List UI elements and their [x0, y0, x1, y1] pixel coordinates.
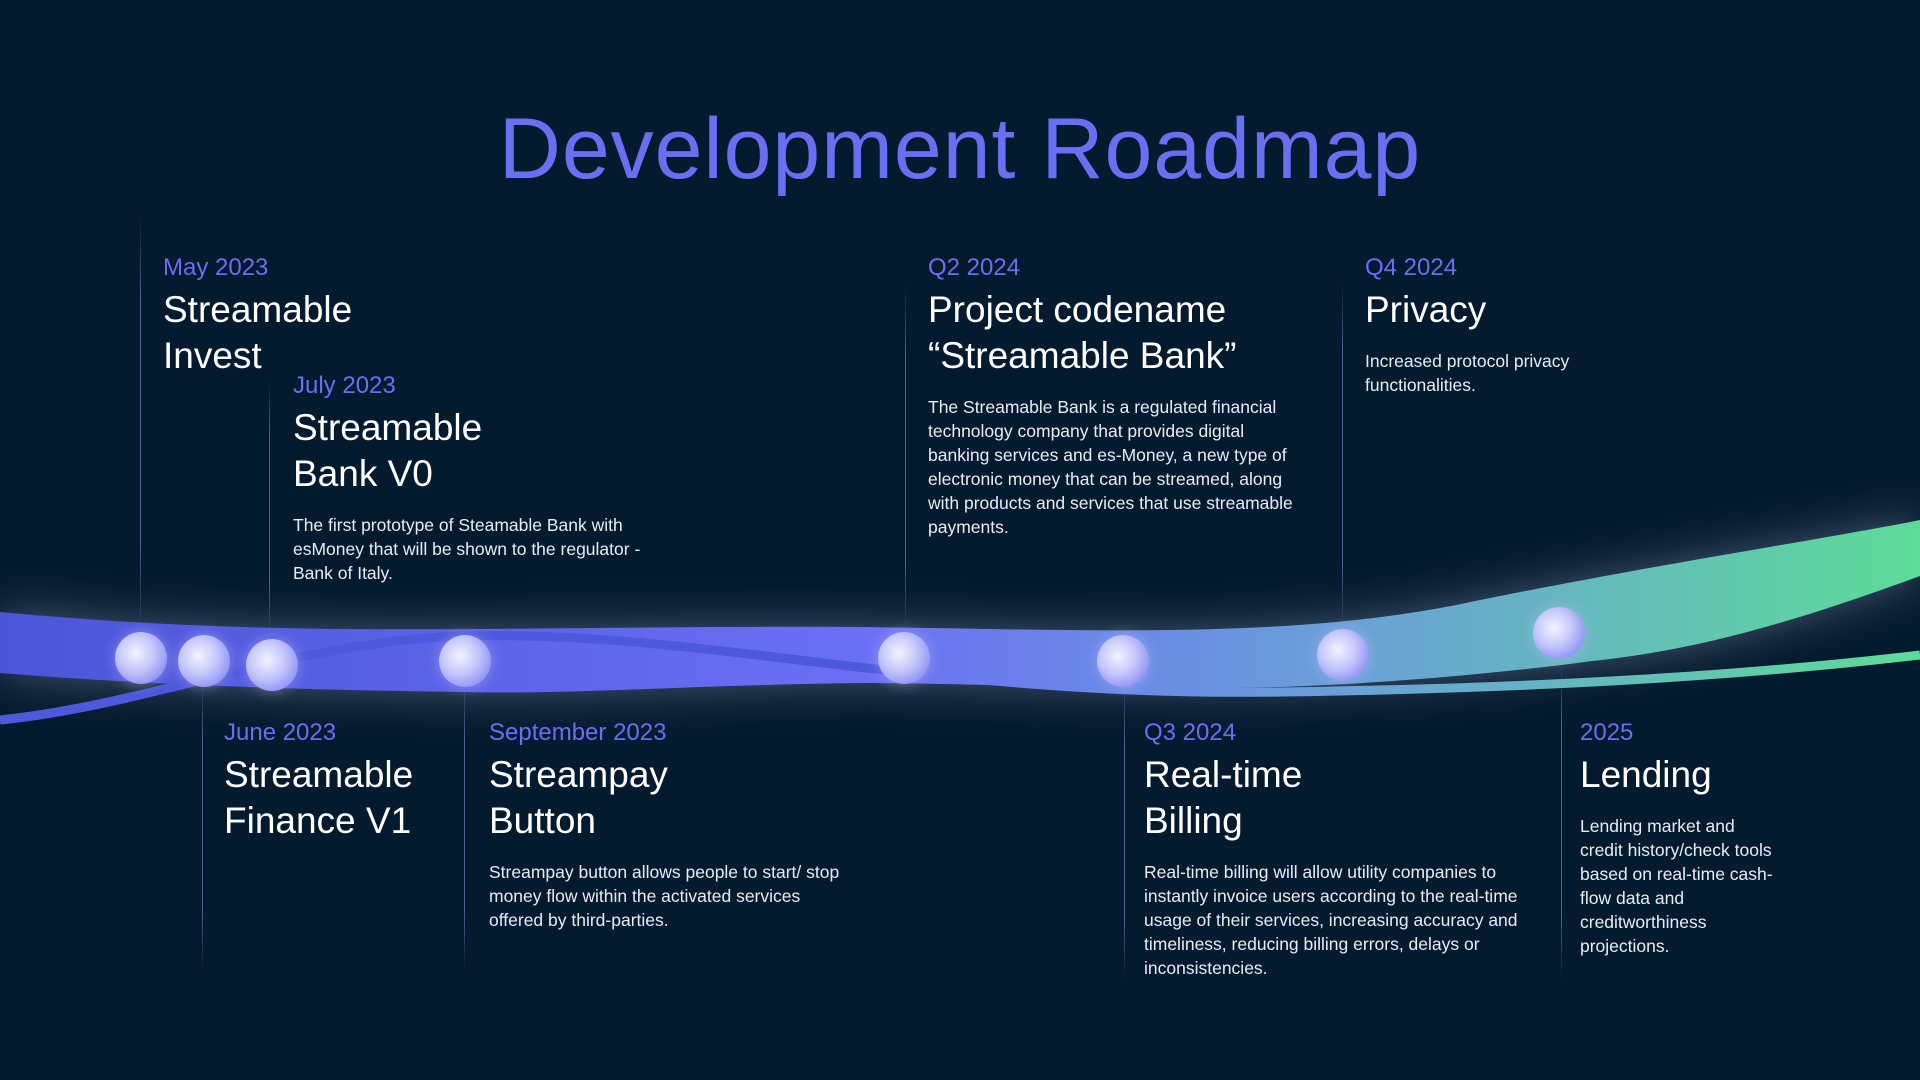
milestone-node[interactable]: [246, 639, 298, 691]
connector-line: [1561, 660, 1562, 980]
milestone-name: Lending: [1580, 754, 1712, 795]
milestone-node[interactable]: [439, 635, 491, 687]
connector-line: [269, 380, 270, 635]
milestone-description: Streampay button allows people to start/…: [489, 862, 840, 930]
milestone-name: Streamable Invest: [163, 289, 353, 376]
milestone-node[interactable]: [878, 632, 930, 684]
milestone-date: Q2 2024: [928, 254, 1021, 281]
milestone-name: Privacy: [1365, 289, 1487, 330]
milestone-may-2023: May 2023 Streamable Invest: [163, 253, 413, 379]
milestone-q3-2024: Q3 2024 Real-time Billing Real-time bill…: [1144, 718, 1529, 980]
milestone-date: September 2023: [489, 719, 667, 746]
connector-line: [1124, 680, 1125, 980]
milestone-date: Q3 2024: [1144, 719, 1237, 746]
connector-line: [140, 214, 141, 630]
milestone-name: Streampay Button: [489, 754, 668, 841]
milestone-description: Lending market and credit history/check …: [1580, 816, 1773, 956]
milestone-name: Real-time Billing: [1144, 754, 1303, 841]
milestone-july-2023: July 2023 Streamable Bank V0 The first p…: [293, 371, 643, 585]
milestone-september-2023: September 2023 Streampay Button Streampa…: [489, 718, 859, 932]
milestone-node[interactable]: [1533, 607, 1585, 659]
milestone-date: June 2023: [224, 719, 337, 746]
milestone-node[interactable]: [1097, 635, 1149, 687]
milestone-date: May 2023: [163, 254, 269, 281]
milestone-date: July 2023: [293, 372, 396, 399]
milestone-description: The first prototype of Steamable Bank wi…: [293, 515, 641, 583]
milestone-name: Project codename “Streamable Bank”: [928, 289, 1237, 376]
connector-line: [202, 680, 203, 970]
milestone-description: The Streamable Bank is a regulated finan…: [928, 397, 1293, 537]
connector-line: [464, 680, 465, 970]
milestone-name: Streamable Finance V1: [224, 754, 414, 841]
connector-line: [1342, 280, 1343, 630]
milestone-date: 2025: [1580, 719, 1634, 746]
milestone-description: Increased protocol privacy functionaliti…: [1365, 351, 1570, 395]
milestone-date: Q4 2024: [1365, 254, 1458, 281]
milestone-node[interactable]: [178, 635, 230, 687]
milestone-node[interactable]: [115, 632, 167, 684]
milestone-node[interactable]: [1317, 629, 1369, 681]
milestone-q2-2024: Q2 2024 Project codename “Streamable Ban…: [928, 253, 1298, 539]
page-title: Development Roadmap: [498, 101, 1422, 197]
milestone-name: Streamable Bank V0: [293, 407, 483, 494]
milestone-2025: 2025 Lending Lending market and credit h…: [1580, 718, 1780, 958]
milestone-june-2023: June 2023 Streamable Finance V1: [224, 718, 474, 844]
connector-line: [905, 285, 906, 630]
milestone-q4-2024: Q4 2024 Privacy Increased protocol priva…: [1365, 253, 1595, 397]
milestone-description: Real-time billing will allow utility com…: [1144, 862, 1518, 978]
